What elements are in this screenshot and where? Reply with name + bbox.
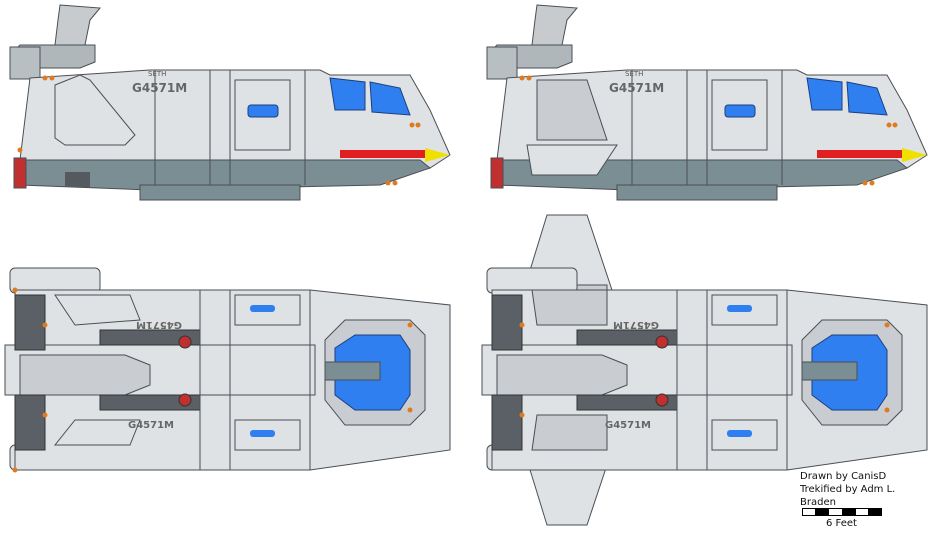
scale-bar	[802, 508, 882, 516]
top-view-retracted	[4, 267, 451, 473]
ship-name-side-2: SETH	[625, 70, 643, 78]
registry-top-1-mirrored: G4571M	[136, 319, 182, 330]
ship-name-side-1: SETH	[148, 70, 166, 78]
side-view-retracted	[9, 4, 451, 201]
registry-side-2: G4571M	[609, 81, 664, 95]
side-view-deployed	[486, 4, 928, 201]
top-view-deployed	[481, 214, 928, 526]
registry-top-2: G4571M	[605, 420, 651, 431]
drawn-by-text: Drawn by CanisD	[800, 471, 887, 482]
registry-side-1: G4571M	[132, 81, 187, 95]
registry-top-1: G4571M	[128, 420, 174, 431]
scale-label: 6 Feet	[826, 518, 857, 529]
registry-top-2-mirrored: G4571M	[613, 319, 659, 330]
credits-block: Drawn by CanisD Trekified by Adm L. Brad…	[800, 470, 933, 509]
trekified-by-text: Trekified by Adm L. Braden	[800, 484, 896, 508]
